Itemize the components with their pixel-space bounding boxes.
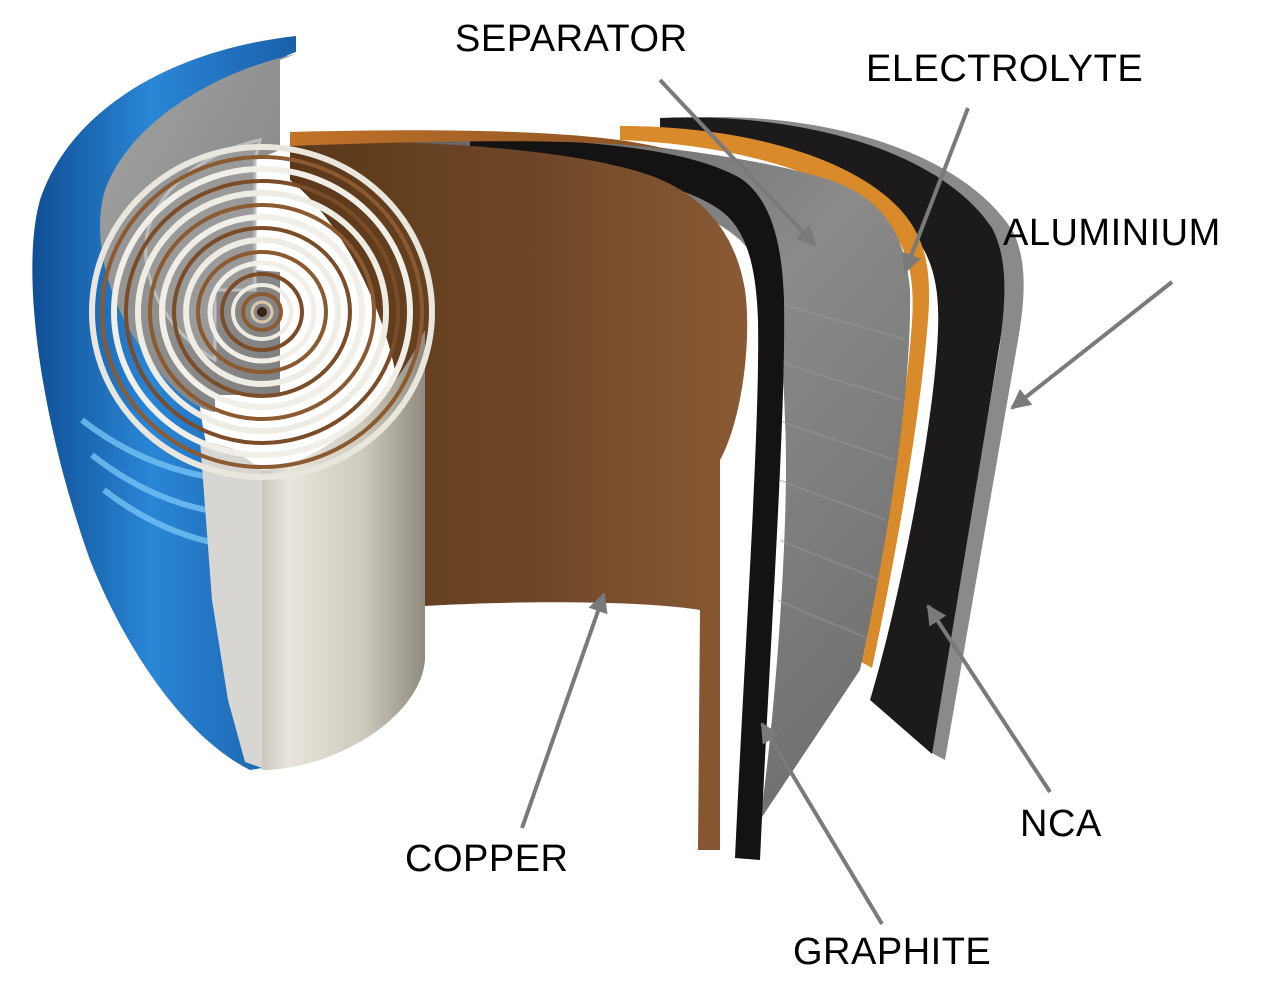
jelly-roll-windings [89,144,435,480]
copper-top-edge [290,130,670,150]
casing-stripes [80,417,221,547]
callout-arrows [520,78,1174,926]
graphite-arrow [760,722,884,926]
electrolyte-arrow [902,107,970,274]
graphite-sheet [470,138,785,860]
graphite-label: GRAPHITE [793,931,992,973]
copper-arrow [520,592,608,829]
nca-label: NCA [1020,803,1102,845]
nca-arrow [926,604,1052,794]
separator-sheet [290,131,911,821]
jelly-roll-core [257,307,267,317]
copper-label: COPPER [405,838,569,880]
nca-sheet [660,117,1005,755]
aluminium-arrow [1010,280,1174,410]
aluminium-label: ALUMINIUM [1003,212,1221,254]
copper-sheet [290,140,748,850]
separator-arrow [658,78,817,247]
separator-label: SEPARATOR [455,18,688,60]
electrolyte-label: ELECTROLYTE [866,48,1144,90]
separator-stripes [769,299,906,641]
casing-inner-strip [200,440,262,768]
